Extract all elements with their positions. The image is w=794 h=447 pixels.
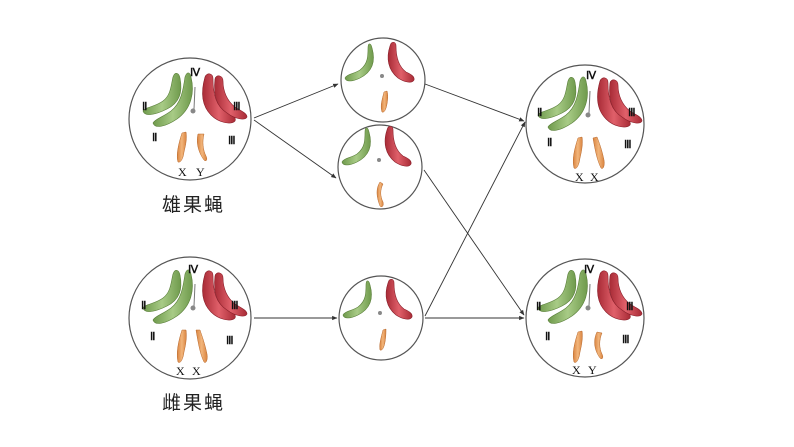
female-fly-label: 雌果蝇 [162,392,226,414]
label-roman-iii: Ⅲ [228,135,236,147]
gamete-male-y [337,124,423,210]
arrow-gamete-x-to-offspring-xx [424,83,525,122]
label-sex-chromosome: X [178,165,187,179]
arrow-male-to-gamete-y [253,119,337,179]
label-roman-iii: Ⅲ [231,300,239,312]
gamete-female-x [338,275,424,361]
arrows [253,83,526,321]
label-roman-ii: Ⅱ [142,101,147,113]
female-parent-cell: Ⅳ Ⅱ Ⅱ Ⅲ Ⅲ X X [128,256,252,380]
label-roman-iv: Ⅳ [584,264,595,276]
label-sex-chromosome: X [590,170,599,184]
label-sex-chromosome: X [575,170,584,184]
label-sex-chromosome: X [572,363,581,377]
offspring-male-cell: Ⅳ Ⅱ Ⅱ Ⅲ Ⅲ X Y [525,258,645,378]
label-roman-ii: Ⅱ [547,137,552,149]
label-sex-chromosome: Y [196,165,205,179]
label-sex-chromosome: Y [588,363,597,377]
label-roman-ii: Ⅱ [152,132,157,144]
label-roman-ii: Ⅱ [537,107,542,119]
label-roman-iii: Ⅲ [628,107,636,119]
label-roman-iii: Ⅲ [233,101,241,113]
label-roman-iv: Ⅳ [190,67,201,79]
arrow-gamete-y-to-offspring-xy [423,169,525,316]
arrow-male-to-gamete-x [253,83,339,119]
male-parent-cell: Ⅳ Ⅱ Ⅱ Ⅲ Ⅲ X Y [128,57,252,181]
label-roman-ii: Ⅱ [150,331,155,343]
label-roman-iv: Ⅳ [586,70,597,82]
label-roman-iii: Ⅲ [226,335,234,347]
label-roman-ii: Ⅱ [536,301,541,313]
label-sex-chromosome: X [192,364,201,378]
label-roman-iii: Ⅲ [622,334,630,346]
label-roman-iv: Ⅳ [188,264,199,276]
label-roman-ii: Ⅱ [141,300,146,312]
arrow-female-gamete-to-offspring-xx [424,121,526,317]
label-sex-chromosome: X [176,364,185,378]
offspring-female-cell: Ⅳ Ⅱ Ⅱ Ⅲ Ⅲ X X [525,64,645,184]
label-roman-iii: Ⅲ [624,139,632,151]
gamete-male-x [340,37,426,123]
label-roman-ii: Ⅱ [545,331,550,343]
label-roman-iii: Ⅲ [626,301,634,313]
male-fly-label: 雄果蝇 [162,194,226,216]
